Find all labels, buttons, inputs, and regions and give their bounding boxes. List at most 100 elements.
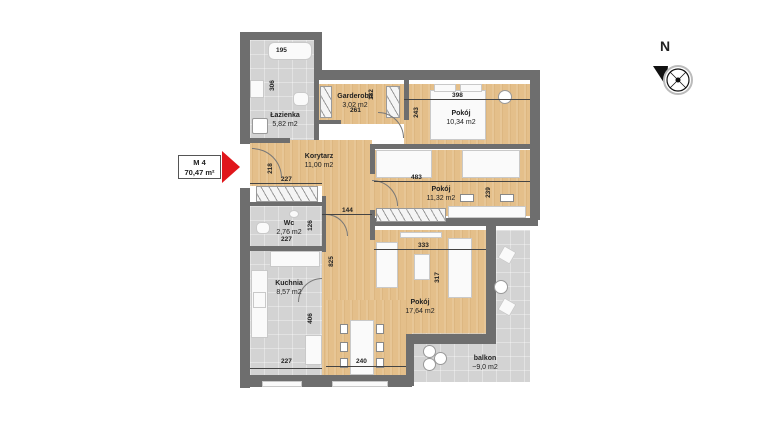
dining-chair-1 — [340, 324, 348, 334]
room-area: ~9,0 m2 — [472, 364, 498, 371]
room-name: Wc — [283, 220, 295, 227]
bathtub — [268, 42, 312, 60]
dimline-bedroom2 — [374, 181, 530, 182]
dimline-bedroom1 — [404, 99, 530, 100]
dim-corridor-upper-width: 227 — [281, 176, 292, 183]
wall-kitchen-right — [322, 196, 326, 252]
living-sofa-right — [448, 238, 472, 298]
kitchen-window — [262, 381, 302, 387]
wall-top — [314, 70, 538, 80]
living-tv-unit — [400, 232, 442, 238]
wall-living-bottom — [406, 334, 496, 344]
bedroom2-desk — [448, 206, 526, 218]
bedroom2-closet — [376, 208, 446, 222]
bedroom2-chair-1 — [460, 194, 474, 202]
wall-bedroom2-bottom — [372, 218, 538, 226]
room-area: 17,64 m2 — [405, 308, 435, 315]
dim-wardrobe-height: 132 — [367, 89, 375, 100]
dimline-corridor-mid — [322, 214, 372, 215]
kitchen-counter-top — [270, 251, 320, 267]
room-name: Łazienka — [270, 112, 300, 119]
room-area: 8,57 m2 — [276, 289, 302, 296]
wall-wc-bottom — [250, 246, 322, 251]
dim-bath-tub: 195 — [276, 47, 287, 54]
dim-wc-height: 126 — [306, 220, 314, 231]
washing-machine — [252, 118, 268, 134]
dining-table — [350, 320, 374, 375]
room-area: 11,00 m2 — [304, 162, 334, 169]
dining-chair-3 — [340, 358, 348, 368]
unit-id: M 4 — [193, 158, 206, 167]
room-label-bedroom1: Pokój 10,34 m2 — [436, 109, 486, 127]
dim-bedroom1-width: 398 — [452, 92, 463, 99]
room-name: Pokój — [451, 110, 471, 117]
bedroom2-chair-2 — [500, 194, 514, 202]
dim-wc-width: 227 — [281, 236, 292, 243]
dim-wardrobe-width: 261 — [350, 107, 361, 114]
dimline-dining — [326, 366, 406, 367]
dim-corridor-height: 218 — [266, 163, 274, 174]
balcony-plant-1 — [423, 345, 436, 358]
bedroom2-bed-right — [462, 150, 520, 178]
dim-kitchen-width: 227 — [281, 358, 292, 365]
living-coffee-table — [414, 254, 430, 280]
balcony-plant-3 — [423, 358, 436, 371]
wall-wardrobe-bottom — [319, 120, 341, 124]
compass: N — [652, 38, 702, 104]
wall-corridor-right — [370, 144, 375, 174]
room-name: Pokój — [431, 186, 451, 193]
wall-bedroom1-left — [404, 80, 409, 120]
wall-corridor-right-lower — [370, 210, 375, 240]
room-area: 3,02 m2 — [342, 102, 368, 109]
room-label-wc: Wc 2,76 m2 — [266, 219, 312, 237]
dim-living-width: 333 — [418, 242, 429, 249]
dining-chair-4 — [376, 324, 384, 334]
room-name: Kuchnia — [275, 280, 303, 287]
room-name: Korytarz — [304, 153, 334, 160]
balcony-table — [494, 280, 508, 294]
room-label-bathroom: Łazienka 5,82 m2 — [260, 111, 310, 129]
bathroom-sink — [250, 80, 264, 98]
wall-left — [240, 32, 250, 144]
compass-north-label: N — [660, 38, 671, 54]
wall-left-lower — [240, 188, 250, 388]
bedroom1-bed — [430, 90, 486, 140]
room-area: 10,34 m2 — [446, 119, 476, 126]
dim-bedroom2-width: 483 — [411, 174, 422, 181]
dim-living-height: 317 — [433, 272, 441, 283]
entrance-arrow-icon — [222, 151, 240, 183]
dim-corridor-length: 825 — [327, 256, 335, 267]
room-label-bedroom2: Pokój 11,32 m2 — [416, 185, 466, 203]
room-name: Pokój — [410, 299, 430, 306]
living-sofa-left — [376, 242, 398, 288]
wardrobe-closet-left — [320, 86, 332, 118]
unit-label-box: M 4 70,47 m² — [178, 155, 221, 179]
bathroom-toilet — [293, 92, 309, 106]
wall-bath-right — [314, 32, 322, 76]
dim-bath-height: 306 — [268, 80, 276, 91]
corridor-closet — [256, 186, 318, 202]
dim-corridor-mid-width: 144 — [342, 207, 353, 214]
unit-total-area: 70,47 m² — [184, 168, 215, 177]
dimline-kitchen — [250, 368, 322, 369]
kitchen-fridge — [305, 335, 322, 365]
dim-bedroom1-height: 243 — [412, 107, 420, 118]
bedroom1-plant — [498, 90, 512, 104]
bedroom1-pillow-right — [460, 84, 482, 92]
wall-right — [530, 70, 540, 220]
dining-chair-5 — [376, 342, 384, 352]
room-label-living: Pokój 17,64 m2 — [395, 298, 445, 316]
wall-living-right — [486, 222, 496, 342]
dining-chair-6 — [376, 358, 384, 368]
room-label-kitchen: Kuchnia 8,57 m2 — [266, 279, 312, 297]
bedroom1-pillow-left — [434, 84, 456, 92]
compass-icon — [653, 65, 693, 95]
wall-bath-bottom — [250, 138, 290, 143]
room-name: balkon — [473, 355, 497, 362]
balcony-plant-2 — [434, 352, 447, 365]
bedroom2-bed-left — [376, 150, 432, 178]
dim-dining-width: 240 — [356, 358, 367, 365]
kitchen-cooktop — [253, 292, 266, 308]
wall-wardrobe-left — [314, 76, 319, 140]
